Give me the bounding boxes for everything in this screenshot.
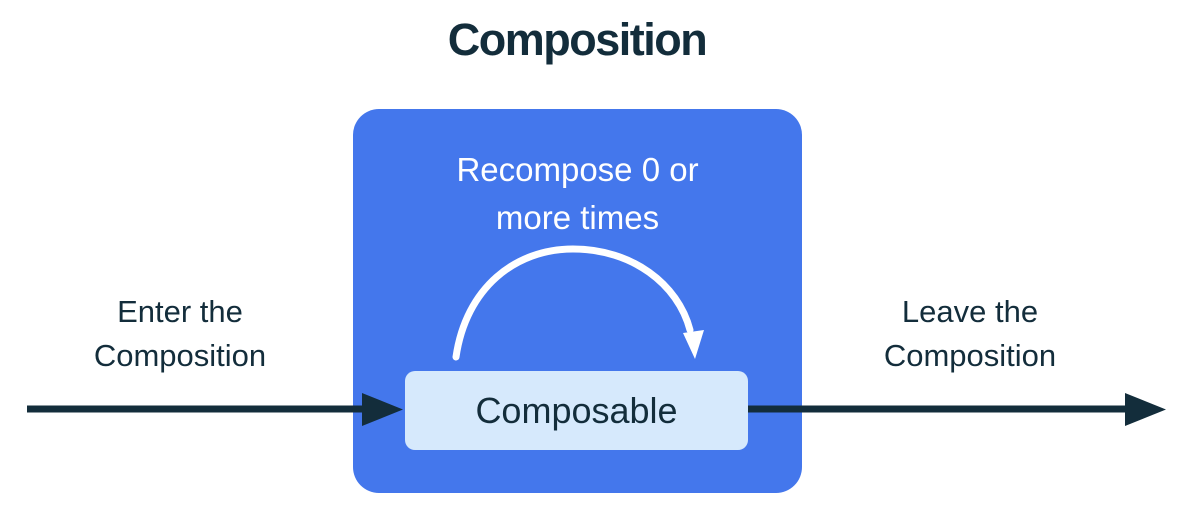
leave-arrowhead-icon (1125, 393, 1166, 426)
composable-label: Composable (475, 389, 678, 431)
leave-label-line1: Leave the (901, 294, 1039, 329)
composable-node: Composable (405, 371, 748, 450)
leave-label: Leave the Composition (810, 290, 1130, 378)
recompose-label: Recompose 0 or more times (353, 146, 802, 242)
enter-label: Enter the Composition (20, 290, 340, 378)
diagram-title: Composition (447, 14, 708, 65)
recompose-label-line1: Recompose 0 or (456, 151, 699, 188)
enter-label-line1: Enter the (117, 294, 243, 329)
recompose-label-line2: more times (495, 199, 660, 236)
enter-label-line2: Composition (93, 338, 267, 373)
leave-label-line2: Composition (883, 338, 1057, 373)
